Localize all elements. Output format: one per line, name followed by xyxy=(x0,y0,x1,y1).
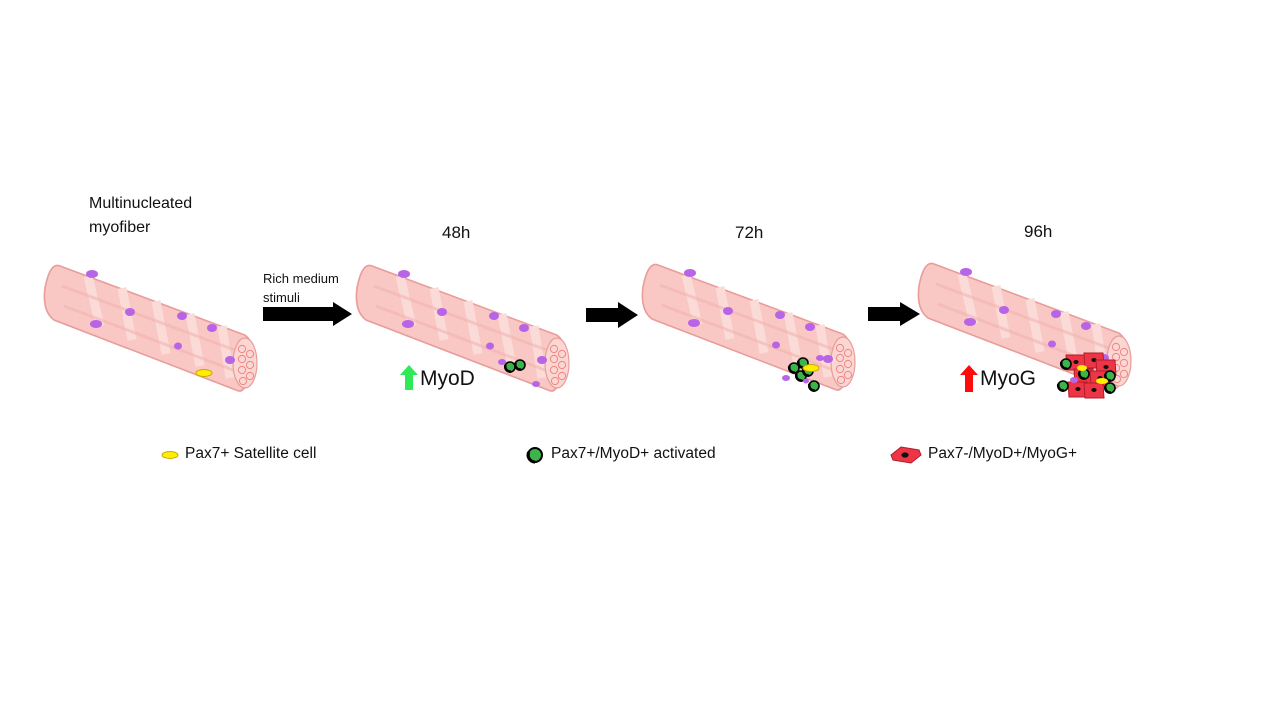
panel-title-1: Multinucleated myofiber xyxy=(89,195,193,236)
satellite-cell xyxy=(195,369,213,377)
panel-title-72h: 72h xyxy=(735,223,764,242)
myofiber-48h xyxy=(356,265,569,391)
arrow-label-1: Rich medium stimuli xyxy=(263,271,339,305)
myofiber-96h xyxy=(918,263,1131,399)
legend-label-satellite: Pax7+ Satellite cell xyxy=(185,445,317,462)
arrow-3 xyxy=(868,302,920,326)
up-arrow-red-icon xyxy=(960,365,978,392)
yellow-ellipse-icon xyxy=(161,451,179,459)
panel-title-48h: 48h xyxy=(442,223,471,242)
legend-label-activated: Pax7+/MyoD+ activated xyxy=(551,445,716,462)
green-cell-icon xyxy=(526,447,543,464)
arrow-1 xyxy=(263,302,352,326)
marker-myog: MyoG xyxy=(980,367,1037,390)
marker-myod: MyoD xyxy=(420,367,475,390)
red-cell-icon xyxy=(890,446,922,464)
legend-label-differentiated: Pax7-/MyoD+/MyoG+ xyxy=(928,445,1078,462)
arrow-2 xyxy=(586,302,638,328)
up-arrow-green-icon xyxy=(400,365,418,390)
panel-title-96h: 96h xyxy=(1024,222,1053,241)
myofiber-72h xyxy=(642,264,855,391)
myofiber-1 xyxy=(44,265,257,391)
